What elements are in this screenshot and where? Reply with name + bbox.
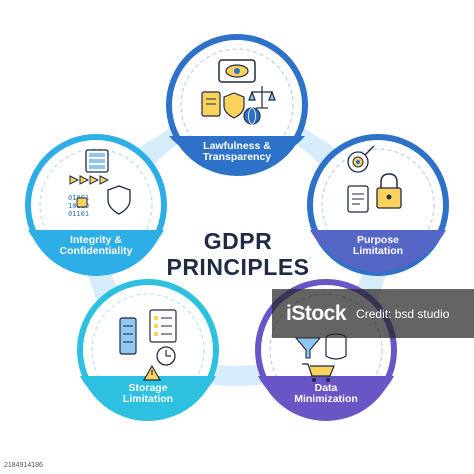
- label-lawfulness: Lawfulness & Transparency: [202, 140, 272, 163]
- label-band: [258, 376, 394, 418]
- watermark-logo: iStock: [286, 301, 347, 325]
- clock-icon: [156, 346, 176, 366]
- globe-icon: [243, 107, 261, 125]
- checklist-icon: [149, 309, 177, 343]
- document-icon: [347, 185, 369, 213]
- server-icon: [119, 317, 137, 355]
- label-band: [169, 136, 305, 173]
- label-band: [28, 230, 164, 273]
- label-band: [310, 230, 446, 273]
- label-storage: Storage Limitation: [122, 382, 174, 405]
- binary-lock-icon: 01001 10110 01101: [68, 194, 89, 218]
- shield-icon: [107, 185, 131, 215]
- padlock-icon: [376, 173, 402, 209]
- principle-lawfulness: [166, 34, 308, 176]
- principle-integrity: 01001 10110 01101: [25, 134, 167, 276]
- label-integrity: Integrity & Confidentiality: [59, 234, 133, 257]
- watermark: iStock Credit: bsd studio: [272, 289, 474, 338]
- stock-id: 2184914186: [4, 462, 43, 469]
- warning-icon: [142, 364, 162, 381]
- label-purpose: Purpose Limitation: [352, 234, 404, 257]
- arrows-icon: [69, 175, 110, 185]
- diagram-title: GDPR PRINCIPLES: [166, 228, 310, 280]
- filter-icon: [294, 337, 322, 359]
- label-band: [80, 376, 216, 418]
- document-icon: [201, 91, 221, 117]
- watermark-credit: Credit: bsd studio: [356, 306, 450, 321]
- label-data-minimization: Data Minimization: [294, 382, 358, 405]
- shield-icon: [223, 92, 245, 119]
- server-icon: [85, 149, 109, 173]
- svg-text:01101: 01101: [68, 210, 89, 218]
- cart-icon: [302, 363, 335, 382]
- principle-purpose: [307, 134, 449, 276]
- target-icon: [347, 145, 375, 173]
- scales-icon: [248, 86, 276, 109]
- eye-icon: [218, 59, 256, 83]
- principle-storage: [77, 279, 219, 421]
